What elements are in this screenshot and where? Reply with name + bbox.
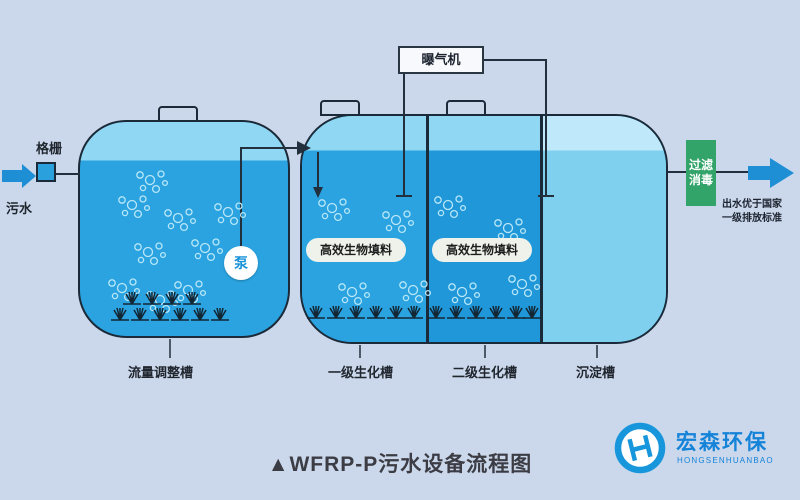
tank-vent	[158, 106, 198, 122]
outflow-line1: 出水优于国家	[722, 199, 782, 210]
primary-bio-section	[302, 116, 429, 342]
brand-name: 宏森环保	[676, 431, 768, 454]
biofiller-label-1: 高效生物填料	[306, 238, 406, 262]
brand-subtitle: HONGSENHUANBAO	[677, 456, 774, 465]
outflow-line2: 一级排放标准	[722, 213, 782, 224]
tank-divider	[426, 116, 429, 342]
tank1-caption: 流量调整槽	[128, 365, 194, 380]
filter-line1: 过滤	[688, 158, 713, 172]
outflow-arrow	[748, 158, 794, 188]
tank-vent	[446, 100, 486, 116]
bio1-caption: 一级生化槽	[328, 365, 394, 380]
biofiller-label-2: 高效生物填料	[432, 238, 532, 262]
sed-caption: 沉淀槽	[576, 365, 616, 380]
tank-divider	[540, 116, 543, 342]
tank-vent	[320, 100, 360, 116]
diagram-title: ▲WFRP-P污水设备流程图	[267, 453, 533, 476]
screen-unit	[36, 162, 56, 182]
sedimentation-section	[540, 116, 666, 342]
bio2-caption: 二级生化槽	[452, 365, 518, 380]
secondary-bio-section	[429, 116, 540, 342]
screen-label: 格栅	[36, 141, 63, 156]
inflow-label: 污水	[6, 201, 33, 216]
filter-disinfect-box: 过滤 消毒	[686, 140, 716, 206]
pump-badge: 泵	[224, 246, 258, 280]
aerator-box: 曝气机	[398, 46, 484, 74]
outflow-note: 出水优于国家 一级排放标准	[722, 198, 800, 226]
filter-line2: 消毒	[688, 173, 713, 187]
bio-sedimentation-tank	[300, 114, 668, 344]
inflow-arrow	[2, 164, 36, 188]
brand-logo-icon	[614, 422, 666, 474]
flow-adjustment-tank	[78, 120, 290, 338]
